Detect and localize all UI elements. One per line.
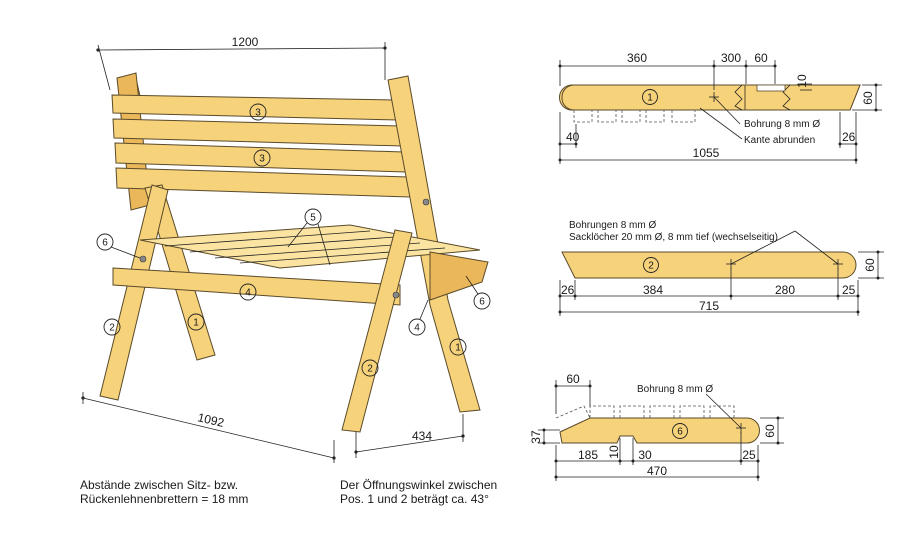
- part2-dim-25: 25: [842, 283, 856, 297]
- part6-dim-30: 30: [638, 448, 652, 462]
- backrest-board-mid1: [112, 118, 403, 147]
- dim-width-label: 1200: [232, 35, 259, 49]
- part1-body: [561, 84, 763, 111]
- part2-dim-60: 60: [863, 258, 877, 272]
- callout-6-right: 6: [465, 275, 491, 310]
- part6-dim-10: 10: [607, 445, 621, 459]
- callout-label: 6: [479, 297, 485, 308]
- part2-dim-26: 26: [561, 283, 575, 297]
- dim-depth-label: 1092: [196, 410, 225, 430]
- seat-beam-front: [112, 267, 401, 306]
- callout-label: 2: [367, 364, 373, 375]
- callout-6-left: 6: [96, 233, 141, 259]
- part1-dim-60b: 60: [861, 91, 875, 105]
- part2-board: [561, 251, 857, 279]
- callout-4-front: 4: [239, 283, 257, 301]
- screw-icon: [422, 198, 430, 206]
- screw-icon: [139, 255, 147, 263]
- part2-bohrungen-label: Bohrungen 8 mm Ø: [569, 220, 656, 231]
- part1-dim-360: 360: [627, 51, 647, 65]
- part2-number: 2: [648, 261, 654, 272]
- part1-dim-300: 300: [721, 51, 741, 65]
- seat-support-right: [429, 251, 489, 301]
- part6-dim-25: 25: [742, 448, 756, 462]
- callout-6-detail: 6: [672, 423, 688, 439]
- dim-side: 434: [354, 414, 465, 458]
- leg-left-part2: [99, 184, 169, 401]
- callout-label: 4: [414, 323, 420, 334]
- callout-3-top: 1 3: [249, 103, 267, 121]
- callout-2-detail: 2: [643, 257, 659, 273]
- part1-dim-60a: 60: [754, 51, 768, 65]
- part6-board: [559, 417, 760, 444]
- callout-label: 4: [245, 288, 251, 299]
- part1-number: 1: [647, 93, 653, 104]
- callout-1-detail: 1: [642, 89, 658, 105]
- callout-1-right: 1: [449, 338, 467, 356]
- note-spacing-line2: Rückenlehnenbrettern = 18 mm: [80, 492, 249, 506]
- note-spacing: Abstände zwischen Sitz- bzw. Rückenlehne…: [80, 478, 248, 506]
- part6-number: 6: [677, 427, 683, 438]
- dim-depth: 1092: [81, 392, 336, 463]
- callout-label: 6: [102, 238, 108, 249]
- note-angle: Der Öffnungswinkel zwischen Pos. 1 und 2…: [340, 478, 497, 506]
- part6-bohrung-label: Bohrung 8 mm Ø: [637, 384, 713, 395]
- callout-label: 2: [109, 323, 115, 334]
- part2-dim-280: 280: [775, 283, 795, 297]
- part1-dim-40: 40: [566, 130, 580, 144]
- callout-label: 5: [310, 213, 316, 224]
- part1-bohrung-label: Bohrung 8 mm Ø: [744, 119, 820, 130]
- part1-drawing: 1 Bohrung 8 mm Ø Kante abrunden 360 300 …: [558, 51, 882, 164]
- dim-width: 1200: [96, 35, 387, 91]
- callout-3-lower: 3: [253, 149, 271, 167]
- part2-sackloecher-label: Sacklöcher 20 mm Ø, 8 mm tief (wechselse…: [569, 232, 778, 243]
- part1-kante-label: Kante abrunden: [744, 135, 815, 146]
- part1-dim-1055: 1055: [693, 146, 720, 160]
- callout-4-right: 4: [408, 299, 429, 336]
- callout-label: 1: [193, 318, 199, 329]
- callout-5: 5: [287, 208, 331, 266]
- part6-dim-60b: 60: [763, 424, 777, 438]
- part6-dim-185: 185: [578, 448, 598, 462]
- callout-2-right: 2: [361, 359, 379, 377]
- part6-drawing: 6 Bohrung 8 mm Ø 60 37 60 185 10: [529, 372, 784, 481]
- callout-label: 3: [255, 108, 261, 119]
- part6-dim-37: 37: [529, 430, 543, 444]
- part6-dim-470: 470: [647, 464, 667, 478]
- callout-label: 1: [455, 343, 461, 354]
- note-angle-line2: Pos. 1 und 2 beträgt ca. 43°: [340, 492, 489, 506]
- note-spacing-line1: Abstände zwischen Sitz- bzw.: [80, 478, 239, 492]
- part2-drawing: 2 Bohrungen 8 mm Ø Sacklöcher 20 mm Ø, 8…: [558, 220, 884, 316]
- note-angle-line1: Der Öffnungswinkel zwischen: [340, 478, 498, 492]
- part1-dim-26: 26: [842, 130, 856, 144]
- callout-1-left: 1: [187, 313, 205, 331]
- part1-dim-10: 10: [795, 74, 809, 88]
- callout-label: 3: [259, 154, 265, 165]
- dim-side-label: 434: [412, 429, 432, 443]
- part6-dim-60a: 60: [566, 372, 580, 386]
- callout-2-left: 2: [103, 318, 121, 336]
- part2-dim-715: 715: [699, 299, 719, 313]
- part2-dim-384: 384: [643, 283, 663, 297]
- bench-illustration: 1 3 3 5 4 6 6 4: [81, 35, 491, 463]
- screw-icon: [392, 291, 400, 299]
- leg-right-part2: [341, 229, 413, 433]
